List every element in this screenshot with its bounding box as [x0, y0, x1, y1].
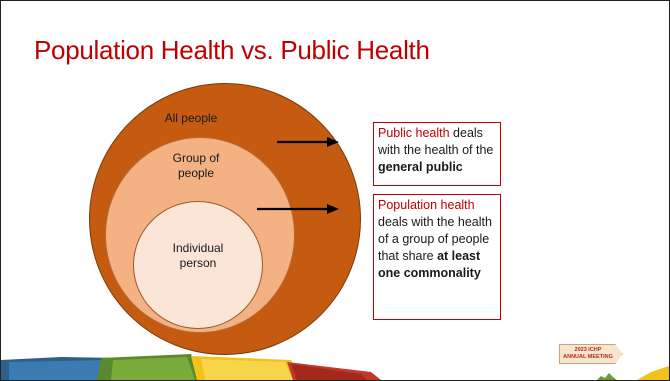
- individual-person-circle: [133, 201, 263, 329]
- population-health-box: Population health deals with the health …: [373, 194, 501, 320]
- group-of-people-label: Group of people: [172, 151, 220, 180]
- public-health-text: deals with the health of the: [378, 126, 494, 157]
- badge-line-2: ANNUAL MEETING: [563, 354, 613, 360]
- public-health-arrow: [277, 137, 339, 147]
- public-health-term: Public health: [378, 126, 450, 140]
- population-health-text: deals with the health of a group of peop…: [378, 215, 492, 263]
- annual-meeting-badge: 2023 ICHP ANNUAL MEETING: [559, 344, 623, 364]
- badge-line-1: 2023 ICHP: [574, 347, 602, 353]
- public-health-box: Public health deals with the health of t…: [373, 122, 501, 186]
- population-health-term: Population health: [378, 198, 475, 212]
- slide-title: Population Health vs. Public Health: [34, 35, 430, 65]
- population-health-arrow: [257, 204, 339, 214]
- all-people-label: All people: [164, 111, 218, 125]
- individual-person-label: Individual person: [172, 241, 224, 270]
- footer-decoration: [1, 354, 669, 380]
- population-health-emphasis: at least one commonality: [378, 249, 481, 280]
- public-health-emphasis: general public: [378, 160, 463, 174]
